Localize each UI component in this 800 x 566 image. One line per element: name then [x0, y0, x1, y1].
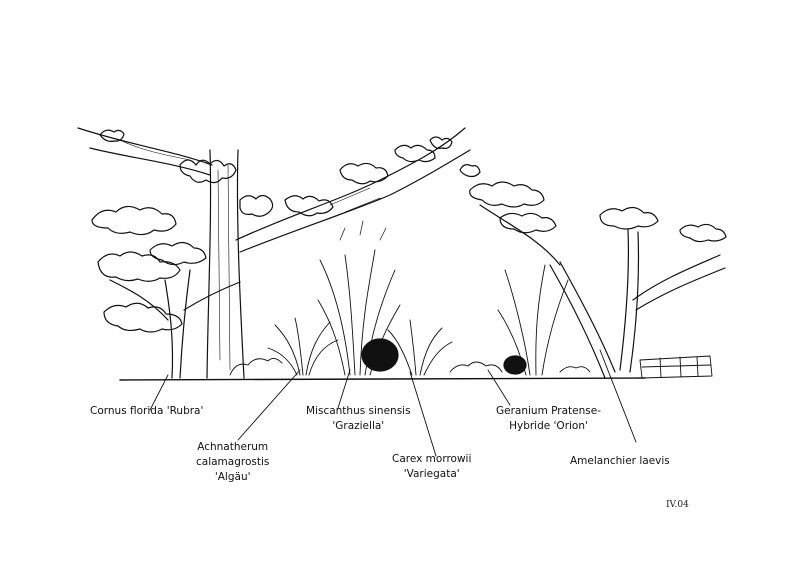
achnatherum-grass — [267, 317, 339, 376]
boulder-small — [503, 355, 527, 375]
cornus-tree — [91, 205, 241, 379]
carex-grass — [387, 319, 453, 376]
label-miscanthus: Miscanthus sinensis 'Graziella' — [306, 405, 411, 432]
leader-miscanthus — [337, 369, 351, 409]
amelanchier-tree — [459, 164, 727, 379]
leader-achnatherum — [237, 369, 301, 441]
label-amelanchier: Amelanchier laevis — [570, 455, 670, 467]
leader-geranium — [487, 369, 511, 406]
artist-signature: IV.04 — [666, 500, 689, 510]
low-shrubs — [229, 358, 591, 376]
large-tree — [77, 127, 471, 379]
leader-cornus — [149, 374, 169, 411]
garden-wall — [639, 355, 713, 379]
label-cornus: Cornus florida 'Rubra' — [90, 405, 204, 417]
leader-amelanchier — [599, 349, 637, 443]
ground-line — [119, 377, 646, 381]
label-geranium: Geranium Pratense- Hybride 'Orion' — [496, 405, 601, 432]
label-carex: Carex morrowii 'Variegata' — [392, 453, 472, 480]
leader-lines — [149, 349, 637, 457]
boulder-large — [361, 338, 399, 372]
label-achnatherum: Achnatherum calamagrostis 'Algäu' — [196, 441, 270, 483]
leader-carex — [409, 371, 437, 457]
miscanthus-grass — [317, 220, 401, 376]
